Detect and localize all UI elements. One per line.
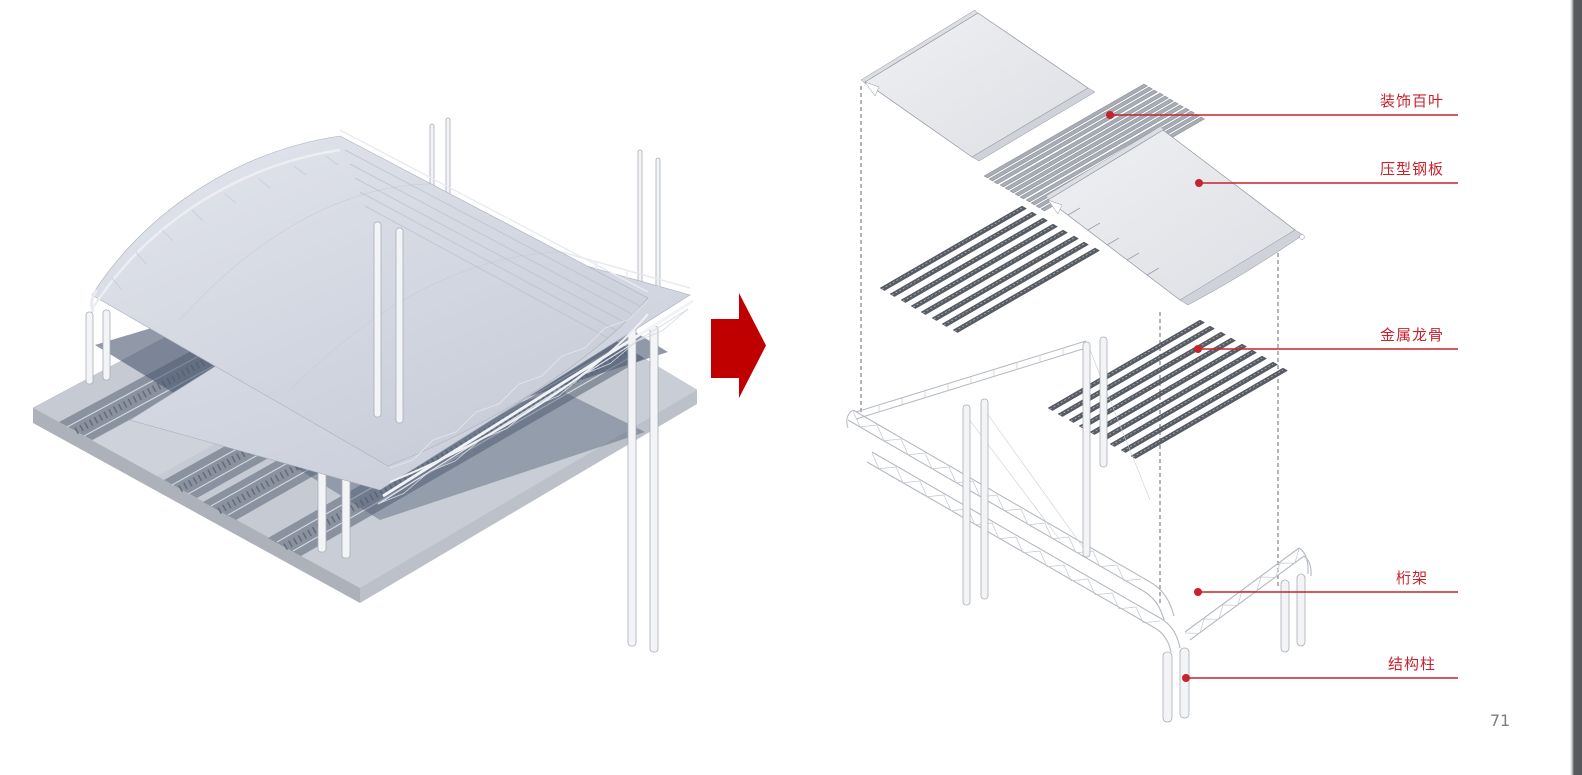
label-structural-column: 结构柱 — [1387, 655, 1436, 673]
leader-dot-sheet — [1195, 179, 1203, 187]
leader-lines — [1110, 114, 1458, 679]
arched-canopy — [90, 129, 649, 483]
roof-panel — [860, 9, 1096, 162]
label-metal-keel: 金属龙骨 — [1379, 326, 1444, 344]
viewer-edge-strip — [1570, 0, 1582, 775]
metal-keel-group-upper — [879, 205, 1100, 333]
label-decorative-louvers: 装饰百叶 — [1379, 92, 1444, 110]
page-number: 71 — [1489, 711, 1511, 730]
structural-columns — [962, 336, 1306, 723]
leader-dot-louvers — [1106, 111, 1114, 119]
red-arrow — [711, 293, 766, 398]
canopy-columns-front — [85, 221, 404, 424]
label-profiled-steel-sheet: 压型钢板 — [1379, 160, 1444, 178]
leader-dot-column — [1182, 674, 1190, 682]
assembled-view — [32, 117, 698, 653]
canopy-columns-back — [317, 117, 661, 653]
exploded-view — [846, 9, 1458, 723]
leader-dot-truss — [1194, 588, 1202, 596]
leader-dots — [1106, 111, 1203, 682]
truss-frame — [846, 340, 1312, 653]
profiled-steel-panel — [1045, 125, 1305, 306]
leader-dot-keel — [1194, 345, 1202, 353]
label-truss: 桁架 — [1395, 569, 1428, 587]
dashed-guide-lines — [860, 86, 1279, 606]
